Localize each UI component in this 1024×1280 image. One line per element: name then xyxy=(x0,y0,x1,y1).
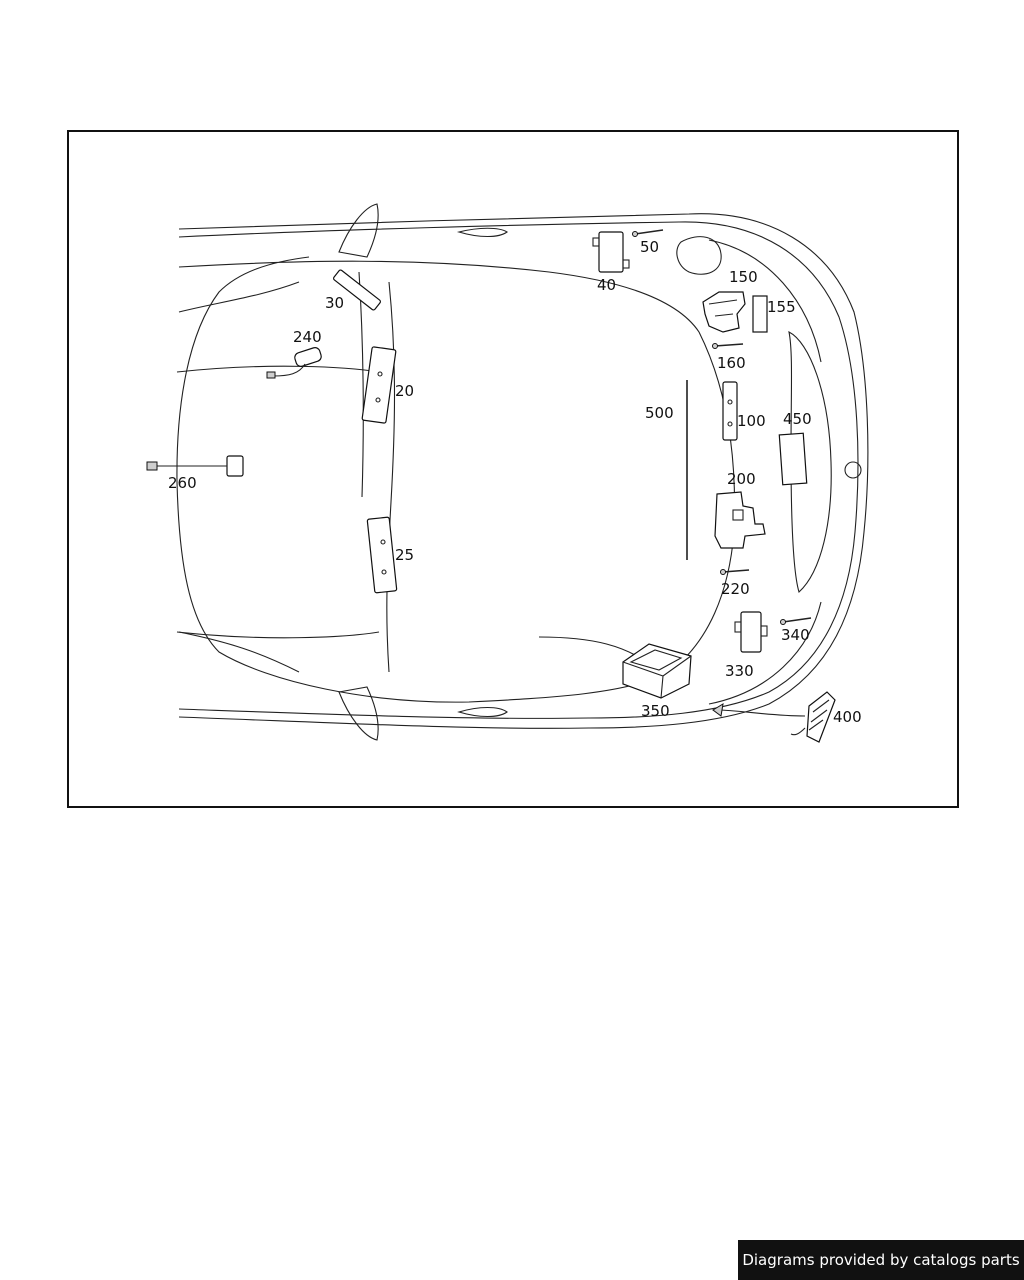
callout-160: 160 xyxy=(717,354,746,372)
part-400 xyxy=(712,691,836,743)
callout-100: 100 xyxy=(737,412,766,430)
callout-200: 200 xyxy=(727,470,756,488)
part-150 xyxy=(702,291,746,333)
part-330 xyxy=(734,611,768,653)
callout-330: 330 xyxy=(725,662,754,680)
callout-labels: 20 25 30 40 50 100 150 155 160 200 220 2… xyxy=(168,238,862,726)
callout-220: 220 xyxy=(721,580,750,598)
part-220-screw xyxy=(720,569,750,575)
part-260 xyxy=(146,455,244,477)
part-100 xyxy=(722,381,738,441)
callout-500: 500 xyxy=(645,404,674,422)
callout-340: 340 xyxy=(781,626,810,644)
footer-credit-text: Diagrams provided by catalogs parts xyxy=(742,1251,1020,1269)
part-340-screw xyxy=(780,617,812,625)
callout-400: 400 xyxy=(833,708,862,726)
callout-350: 350 xyxy=(641,702,670,720)
callout-260: 260 xyxy=(168,474,197,492)
callout-450: 450 xyxy=(783,410,812,428)
part-40 xyxy=(592,231,630,273)
callout-240: 240 xyxy=(293,328,322,346)
part-155 xyxy=(752,295,768,333)
part-20 xyxy=(361,346,397,424)
callout-30: 30 xyxy=(325,294,344,312)
callout-20: 20 xyxy=(395,382,414,400)
parts-diagram-frame: 20 25 30 40 50 100 150 155 160 200 220 2… xyxy=(67,130,959,808)
part-240 xyxy=(266,347,322,379)
part-450 xyxy=(778,432,808,486)
part-160-screw xyxy=(712,343,744,349)
vehicle-outline xyxy=(176,203,869,741)
callout-25: 25 xyxy=(395,546,414,564)
part-350 xyxy=(622,643,692,699)
callout-50: 50 xyxy=(640,238,659,256)
vehicle-parts-diagram: 20 25 30 40 50 100 150 155 160 200 220 2… xyxy=(146,203,869,743)
part-30 xyxy=(333,269,381,311)
part-50-screw xyxy=(632,229,664,237)
callout-150: 150 xyxy=(729,268,758,286)
callout-155: 155 xyxy=(767,298,796,316)
footer-credit-banner: Diagrams provided by catalogs parts xyxy=(738,1240,1024,1280)
callout-40: 40 xyxy=(597,276,616,294)
part-25 xyxy=(366,516,398,594)
part-200 xyxy=(714,491,766,549)
